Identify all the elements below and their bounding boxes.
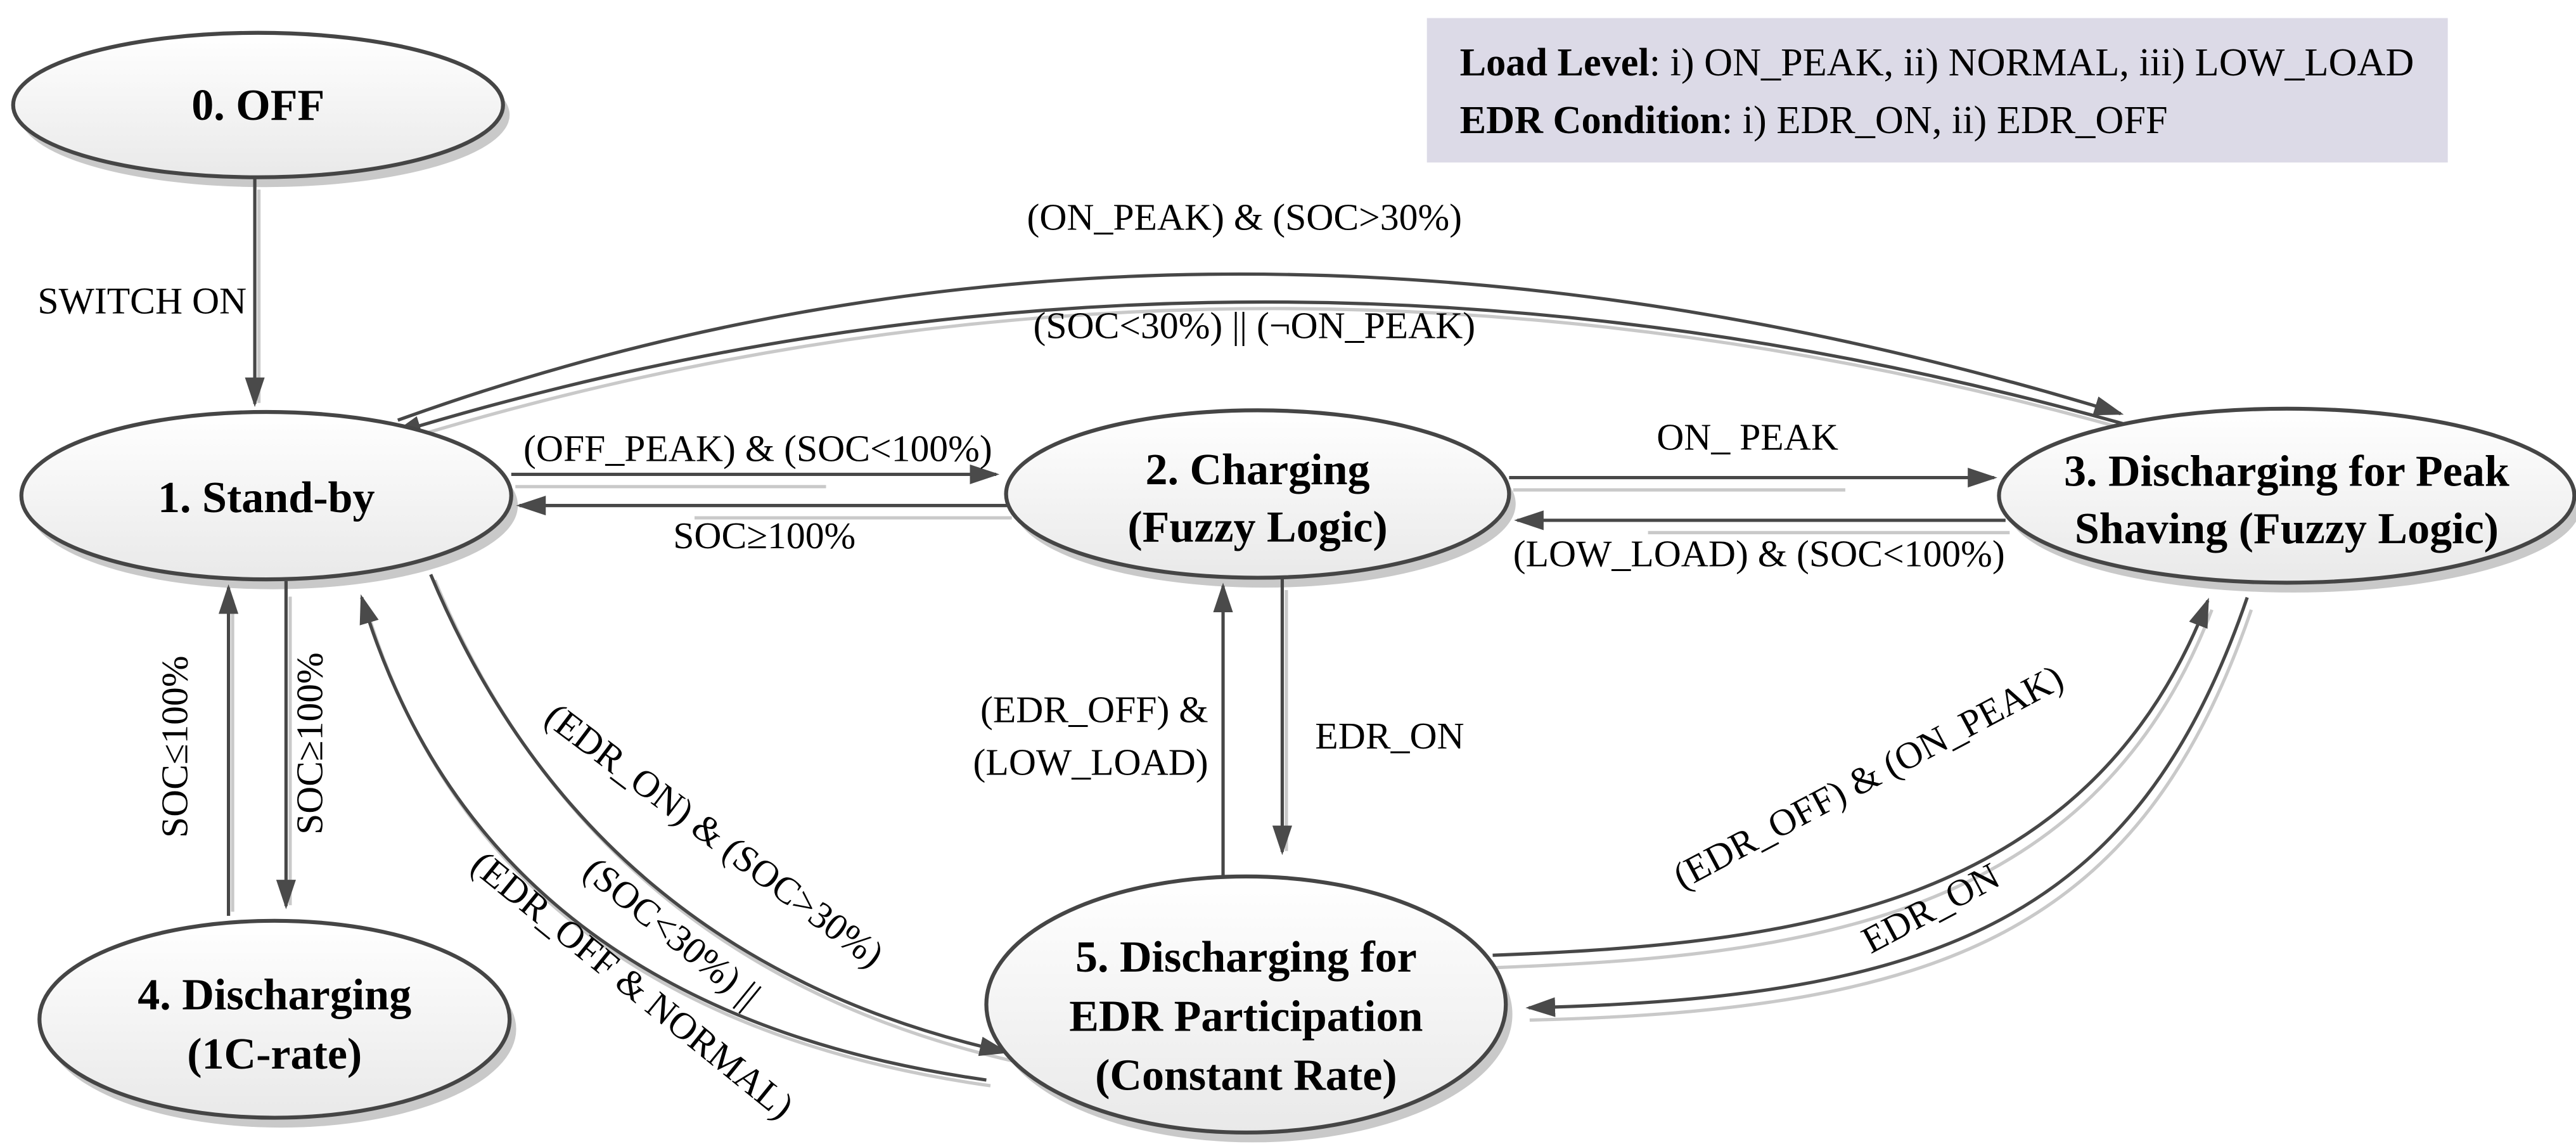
state-edr-label-1: 5. Discharging for	[1075, 933, 1417, 982]
state-charging-label-1: 2. Charging	[1145, 446, 1369, 494]
state-off-label: 0. OFF	[191, 81, 324, 130]
label-edr-to-charging-1: (EDR_OFF) &	[980, 689, 1208, 731]
label-standby-to-charging: (OFF_PEAK) & (SOC<100%)	[523, 428, 992, 470]
state-discharging-1c: 4. Discharging (1C-rate)	[37, 918, 512, 1120]
state-discharging-1c-label-1: 4. Discharging	[138, 971, 411, 1020]
label-peak-to-charging: (LOW_LOAD) & (SOC<100%)	[1513, 532, 2005, 574]
edge-standby-to-edr	[429, 574, 1009, 1057]
label-discharging1c-to-standby: SOC≤100%	[154, 656, 196, 839]
edge-edr-to-peak	[1492, 597, 2210, 957]
state-standby-label: 1. Stand-by	[158, 473, 375, 522]
label-charging-to-peak: ON_ PEAK	[1656, 416, 1838, 458]
label-charging-to-standby: SOC≥100%	[673, 515, 855, 556]
state-standby: 1. Stand-by	[19, 409, 513, 582]
state-edr-label-3: (Constant Rate)	[1095, 1051, 1397, 1100]
state-nodes: 0. OFF 1. Stand-by 2. Charging (Fuzzy Lo…	[11, 30, 2576, 1134]
legend-edr-condition-values: : i) EDR_ON, ii) EDR_OFF	[1722, 99, 2168, 142]
legend-edr-condition: EDR Condition: i) EDR_ON, ii) EDR_OFF	[1460, 99, 2168, 142]
label-peak-to-edr: EDR_ON	[1855, 854, 2006, 961]
label-edr-to-charging-2: (LOW_LOAD)	[973, 741, 1208, 783]
state-charging-label-2: (Fuzzy Logic)	[1127, 503, 1387, 552]
legend-load-level-term: Load Level	[1460, 41, 1650, 84]
edge-shadows	[231, 190, 2253, 1088]
state-off: 0. OFF	[11, 30, 505, 179]
legend-edr-condition-term: EDR Condition	[1460, 99, 1722, 142]
label-charging-to-edr: EDR_ON	[1315, 715, 1464, 757]
legend-background	[1426, 18, 2448, 163]
state-discharging-1c-label-2: (1C-rate)	[187, 1030, 362, 1079]
edge-standby-to-peak	[397, 272, 2124, 422]
state-edr-label-2: EDR Participation	[1069, 992, 1423, 1041]
edge-peak-to-edr	[1525, 596, 2249, 1017]
state-charging: 2. Charging (Fuzzy Logic)	[1004, 408, 1511, 580]
legend-load-level-values: : i) ON_PEAK, ii) NORMAL, iii) LOW_LOAD	[1650, 41, 2414, 84]
edge-edr-to-standby	[359, 594, 987, 1082]
state-peak-shaving-label-2: Shaving (Fuzzy Logic)	[2075, 505, 2499, 553]
label-standby-to-discharging1c: SOC≥100%	[288, 652, 330, 835]
state-peak-shaving: 3. Discharging for Peak Shaving (Fuzzy L…	[1997, 406, 2576, 585]
edges	[219, 177, 2249, 1082]
label-standby-to-peak: (ON_PEAK) & (SOC>30%)	[1027, 196, 1462, 238]
label-peak-to-standby: (SOC<30%) || (¬ON_PEAK)	[1033, 305, 1475, 347]
legend-load-level: Load Level: i) ON_PEAK, ii) NORMAL, iii)…	[1460, 41, 2414, 84]
legend-box: Load Level: i) ON_PEAK, ii) NORMAL, iii)…	[1426, 18, 2448, 163]
edge-peak-to-standby	[391, 300, 2146, 435]
state-peak-shaving-label-1: 3. Discharging for Peak	[2064, 447, 2509, 496]
state-edr: 5. Discharging for EDR Participation (Co…	[984, 874, 1508, 1134]
label-switch-on: SWITCH ON	[37, 280, 247, 322]
